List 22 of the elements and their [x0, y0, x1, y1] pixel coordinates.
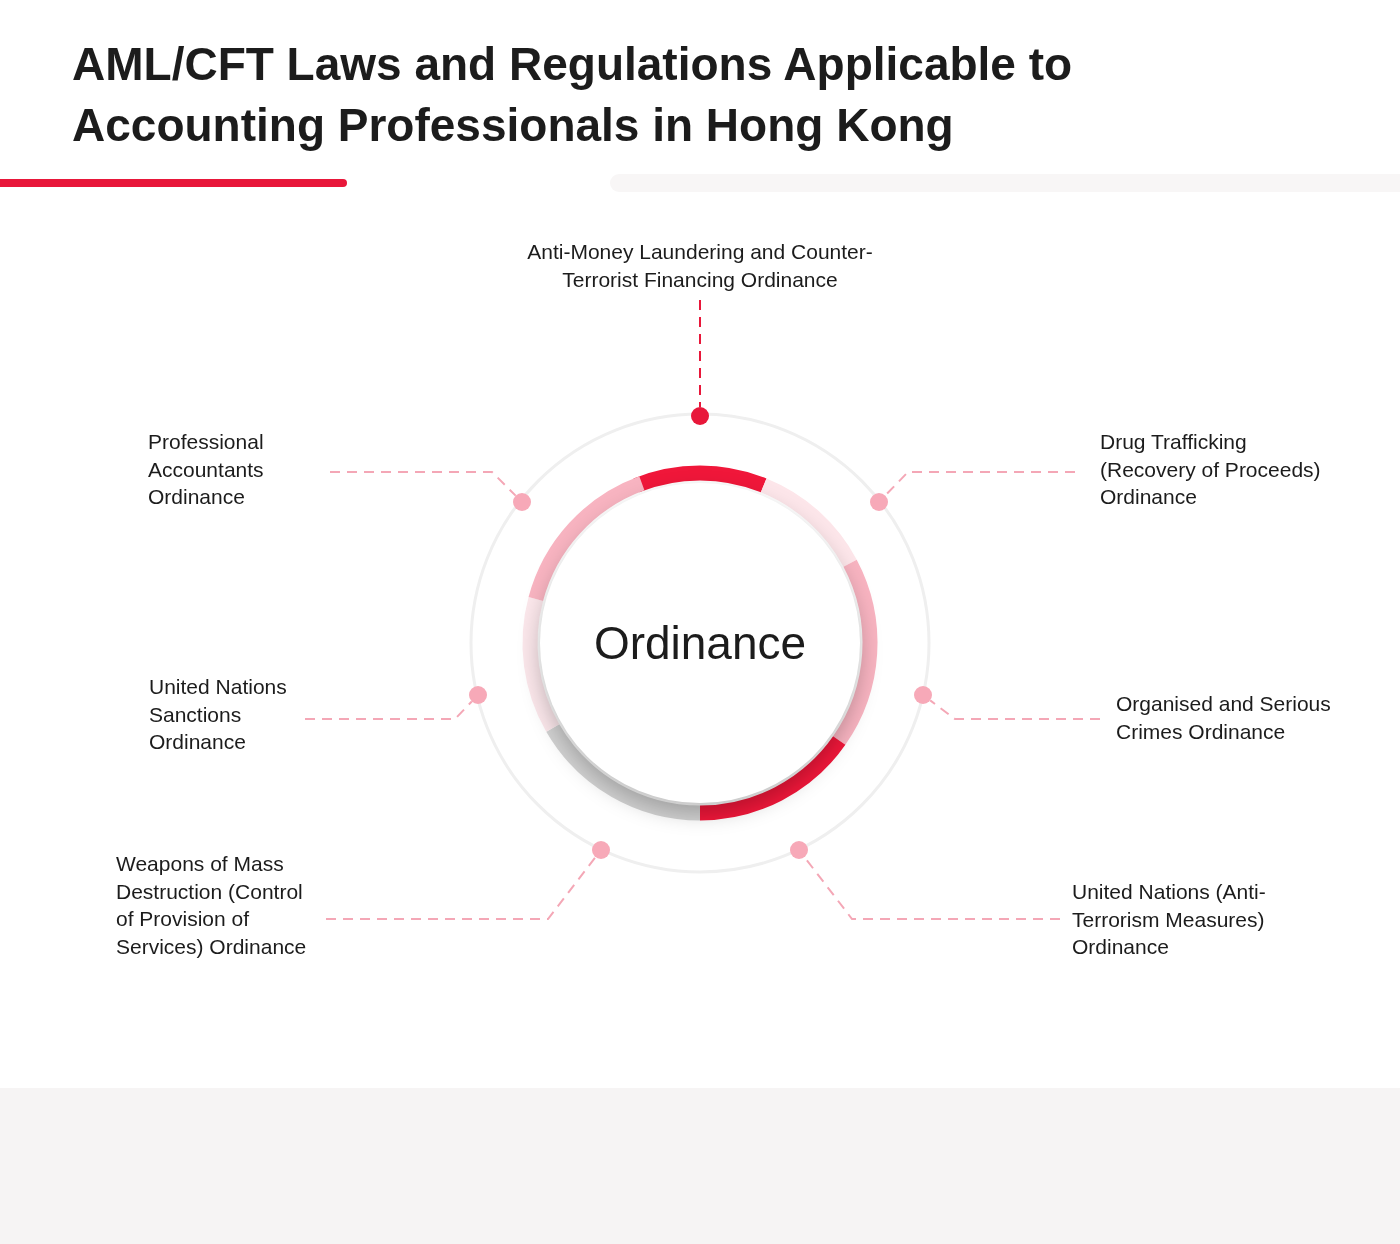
title: AML/CFT Laws and Regulations Applicable to Accounting Professionals in Hong Kong	[72, 37, 1074, 153]
leader-line	[304, 700, 473, 720]
dot-marker	[513, 493, 531, 511]
dot-marker	[790, 841, 808, 859]
ordinance-label: United Nations Sanctions Ordinance	[149, 673, 305, 756]
leader-line	[325, 856, 597, 920]
dot-marker	[691, 407, 709, 425]
leader-line	[929, 699, 1101, 720]
dot-marker	[592, 841, 610, 859]
ordinance-label: Organised and Serious Crimes Ordinance	[1100, 690, 1370, 745]
dot-marker	[914, 686, 932, 704]
ordinance-label: United Nations (Anti-Terrorism Measures) Ordinance	[1060, 878, 1350, 961]
dot-marker	[469, 686, 487, 704]
leader-line	[699, 299, 701, 408]
dot-marker	[870, 493, 888, 511]
leader-line	[884, 471, 1076, 497]
ordinance-label: Weapons of Mass Destruction (Control of Provision of Services) Ordinance	[116, 850, 326, 960]
ordinance-label: Professional Accountants Ordinance	[148, 428, 330, 511]
ordinance-label: Drug Trafficking (Recovery of Proceeds) Ordinance	[1075, 428, 1325, 511]
ordinance-label: Anti-Money Laundering and Counter-Terrorist Financing Ordinance	[495, 238, 905, 293]
center-circle: Ordinance	[540, 483, 860, 803]
leader-line	[329, 471, 517, 497]
